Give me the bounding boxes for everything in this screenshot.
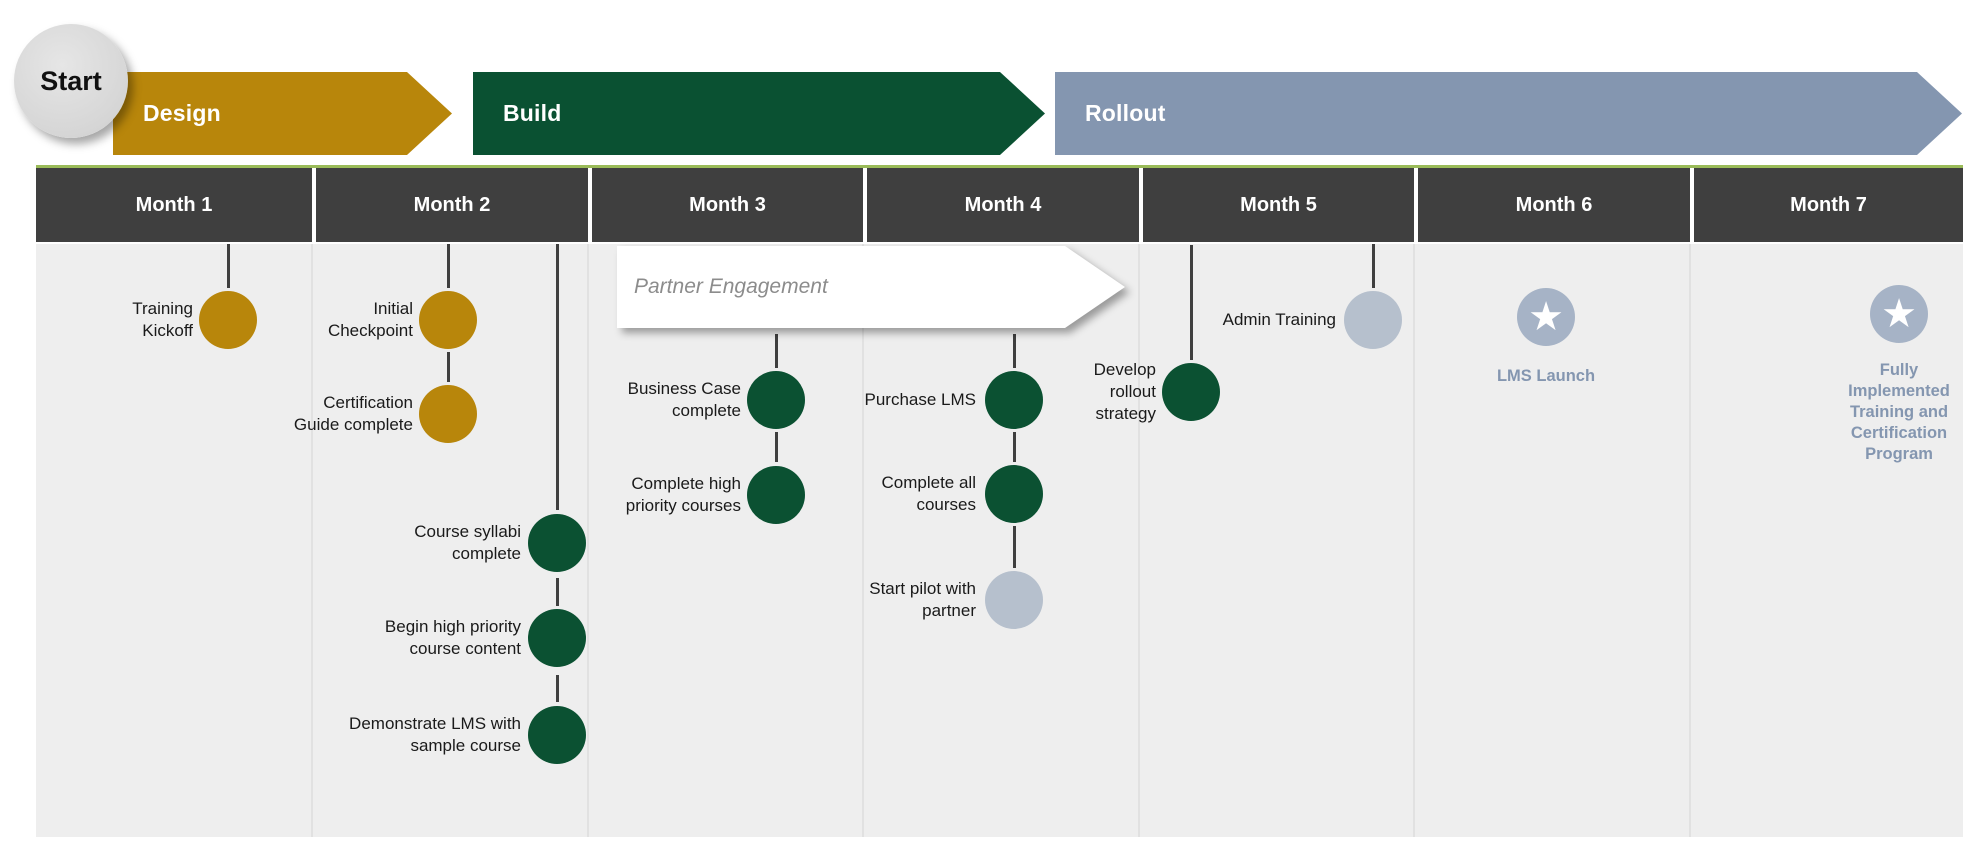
connector-line <box>555 675 559 702</box>
column-divider-5 <box>1413 244 1415 837</box>
month-header-1: Month 1 <box>36 168 312 242</box>
milestone-circle-gold <box>199 291 257 349</box>
column-divider-6 <box>1689 244 1691 837</box>
milestone-circle-green <box>985 465 1043 523</box>
month-header-6: Month 6 <box>1418 168 1690 242</box>
connector-line <box>555 244 559 510</box>
partner-engagement-banner: Partner Engagement <box>617 246 1125 328</box>
start-badge-label: Start <box>40 65 102 96</box>
milestone-circle-green <box>528 609 586 667</box>
header-top-rule <box>36 165 1963 168</box>
phase-arrow-design: Design <box>113 72 452 155</box>
milestone-circle-bluegray <box>985 571 1043 629</box>
column-divider-2 <box>587 244 589 837</box>
connector-line <box>555 578 559 606</box>
connector-line <box>226 244 230 288</box>
milestone-circle-green <box>528 706 586 764</box>
milestone-label: Complete all courses <box>881 473 977 514</box>
timeline-content-area <box>36 244 1963 837</box>
milestone-circle-green <box>985 371 1043 429</box>
milestone-label: Develop rollout strategy <box>1093 360 1156 423</box>
milestone-label: Initial Checkpoint <box>327 299 413 340</box>
milestone-circle-green <box>528 514 586 572</box>
connector-line <box>1371 244 1375 288</box>
milestone-label: Certification Guide complete <box>293 393 413 434</box>
milestone-label: Course syllabi complete <box>414 522 521 563</box>
connector-line <box>774 432 778 462</box>
column-divider-4 <box>1138 244 1140 837</box>
milestone-circle-green <box>747 466 805 524</box>
milestone-label: Start pilot with partner <box>869 579 976 620</box>
partner-engagement-label: Partner Engagement <box>634 275 828 298</box>
start-badge: Start <box>14 24 128 138</box>
month-header-4: Month 4 <box>867 168 1139 242</box>
phase-label-design: Design <box>143 100 221 126</box>
phase-label-rollout: Rollout <box>1085 100 1166 126</box>
milestone-circle-star: ★ <box>1517 288 1575 346</box>
milestone-circle-star: ★ <box>1870 285 1928 343</box>
milestone-circle-gold <box>419 291 477 349</box>
star-icon: ★ <box>1528 294 1564 340</box>
month-header-3: Month 3 <box>592 168 863 242</box>
connector-line <box>1012 432 1016 462</box>
connector-line <box>446 352 450 382</box>
milestone-label: Demonstrate LMS with sample course <box>349 714 521 755</box>
month-header-7: Month 7 <box>1694 168 1963 242</box>
phase-label-build: Build <box>503 100 562 126</box>
month-header-5: Month 5 <box>1143 168 1414 242</box>
connector-line <box>1012 526 1016 568</box>
month-header-2: Month 2 <box>316 168 588 242</box>
star-icon: ★ <box>1881 291 1917 337</box>
column-divider-1 <box>311 244 313 837</box>
connector-line <box>446 244 450 288</box>
column-divider-3 <box>862 244 864 837</box>
partner-engagement-banner-shape: Partner Engagement <box>617 246 1125 328</box>
milestone-label: Admin Training <box>1222 310 1336 329</box>
milestone-circle-green <box>1162 363 1220 421</box>
milestone-label: Begin high priority course content <box>384 617 521 658</box>
milestone-label: Business Case complete <box>627 379 741 420</box>
connector-line <box>1189 245 1193 360</box>
phase-arrow-build: Build <box>473 72 1045 155</box>
milestone-label: Training Kickoff <box>132 299 193 340</box>
milestone-label: Purchase LMS <box>864 390 977 409</box>
connector-line <box>774 334 778 368</box>
connector-line <box>1012 334 1016 368</box>
milestone-circle-bluegray <box>1344 291 1402 349</box>
milestone-circle-green <box>747 371 805 429</box>
milestone-circle-gold <box>419 385 477 443</box>
milestone-label: Complete high priority courses <box>625 474 741 515</box>
milestone-label: Fully Implemented Training and Certifica… <box>1848 361 1950 463</box>
milestone-label: LMS Launch <box>1496 367 1596 385</box>
phase-arrow-rollout: Rollout <box>1055 72 1962 155</box>
